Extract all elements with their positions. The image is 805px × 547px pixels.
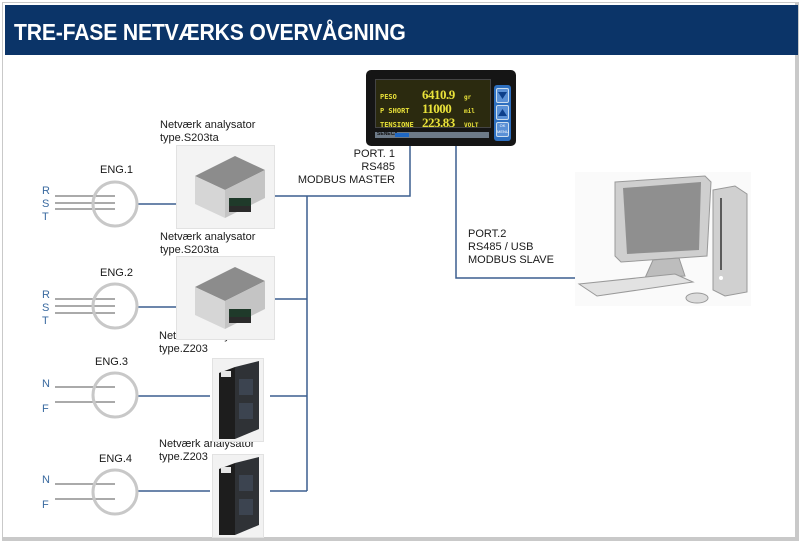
port1-protocol: RS485 bbox=[361, 161, 395, 173]
eng2-label: ENG.2 bbox=[100, 267, 134, 279]
eng1-phase-s: S bbox=[42, 198, 50, 210]
ok-menu-button[interactable]: OK MENU bbox=[496, 122, 509, 137]
eng3-meter-circle bbox=[91, 371, 139, 419]
lcd-value: 6410.9 bbox=[422, 87, 455, 102]
port1-role: MODBUS MASTER bbox=[297, 174, 395, 186]
lcd-value: 223.83 bbox=[422, 115, 455, 130]
eng1-analyzer-device bbox=[176, 145, 275, 229]
lcd-label: PESO bbox=[380, 93, 397, 101]
header-bar: TRE-FASE NETVÆRKS OVERVÅGNING bbox=[5, 5, 798, 55]
port2-wire bbox=[455, 146, 590, 279]
slim-din-module-icon bbox=[219, 361, 259, 439]
eng1-phase-r: R bbox=[42, 185, 50, 197]
eng1-analyzer-type: type.S203ta bbox=[160, 132, 219, 144]
desktop-computer-icon bbox=[577, 175, 748, 304]
down-button[interactable] bbox=[496, 88, 509, 103]
eng1-analyzer-title: Netværk analysator bbox=[160, 119, 256, 131]
eng3-label: ENG.3 bbox=[95, 356, 129, 368]
lcd-row: PESO 6410.9 gr bbox=[380, 84, 471, 103]
eng1-phase-t: T bbox=[42, 211, 49, 223]
eng3-phase-f: F bbox=[42, 403, 49, 415]
port2-role: MODBUS SLAVE bbox=[468, 254, 554, 266]
eng2-phase-r: R bbox=[42, 289, 50, 301]
arrow-down-icon bbox=[498, 92, 507, 99]
eng2-phase-s: S bbox=[42, 302, 50, 314]
port2-protocol: RS485 / USB bbox=[468, 241, 534, 253]
lcd-label: P SHORT bbox=[380, 107, 410, 115]
arrow-up-icon bbox=[498, 109, 507, 116]
eng4-analyzer-device bbox=[212, 454, 264, 538]
up-button[interactable] bbox=[496, 105, 509, 120]
eng1-meter-circle bbox=[91, 180, 139, 228]
eng2-analyzer-title: Netværk analysator bbox=[160, 231, 256, 243]
eng3-analyzer-device bbox=[212, 358, 264, 442]
brand-logo: SENECA bbox=[377, 131, 398, 137]
page-title: TRE-FASE NETVÆRKS OVERVÅGNING bbox=[14, 19, 406, 45]
eng3-analyzer-type: type.Z203 bbox=[159, 343, 208, 355]
lcd-unit: gr bbox=[464, 94, 472, 101]
eng2-meter-circle bbox=[91, 282, 139, 330]
desktop-computer bbox=[575, 172, 751, 306]
lcd-value: 11000 bbox=[422, 101, 452, 116]
brand-strip bbox=[395, 133, 409, 137]
lcd-row: P SHORT 11000 mil bbox=[380, 98, 475, 117]
port2-label: PORT.2 bbox=[468, 228, 507, 240]
lcd-unit: mil bbox=[464, 108, 475, 115]
display-button-panel: OK MENU bbox=[494, 85, 511, 141]
lcd-unit: VOLT bbox=[464, 122, 479, 129]
lcd-label: TENSIONE bbox=[380, 121, 414, 129]
lcd-screen: PESO 6410.9 gr P SHORT 11000 mil TENSIONE 223… bbox=[375, 79, 491, 131]
eng4-meter-circle bbox=[91, 468, 139, 516]
eng2-analyzer-type: type.S203ta bbox=[160, 244, 219, 256]
eng4-label: ENG.4 bbox=[99, 453, 133, 465]
din-rail-module-icon bbox=[195, 267, 265, 329]
eng3-phase-n: N bbox=[42, 378, 50, 390]
din-rail-module-icon bbox=[195, 156, 265, 218]
brand-bar: SENECA bbox=[375, 131, 489, 138]
eng2-phase-t: T bbox=[42, 315, 49, 327]
slim-din-module-icon bbox=[219, 457, 259, 535]
seneca-display-unit: PESO 6410.9 gr P SHORT 11000 mil TENSIONE 223… bbox=[366, 70, 516, 146]
eng4-phase-n: N bbox=[42, 474, 50, 486]
eng4-phase-f: F bbox=[42, 499, 49, 511]
port1-wire bbox=[274, 146, 411, 197]
eng4-analyzer-type: type.Z203 bbox=[159, 451, 208, 463]
eng2-analyzer-device bbox=[176, 256, 275, 340]
port1-label: PORT. 1 bbox=[353, 148, 395, 160]
lcd-row: TENSIONE 223.83 VOLT bbox=[380, 112, 478, 131]
eng1-label: ENG.1 bbox=[100, 164, 134, 176]
